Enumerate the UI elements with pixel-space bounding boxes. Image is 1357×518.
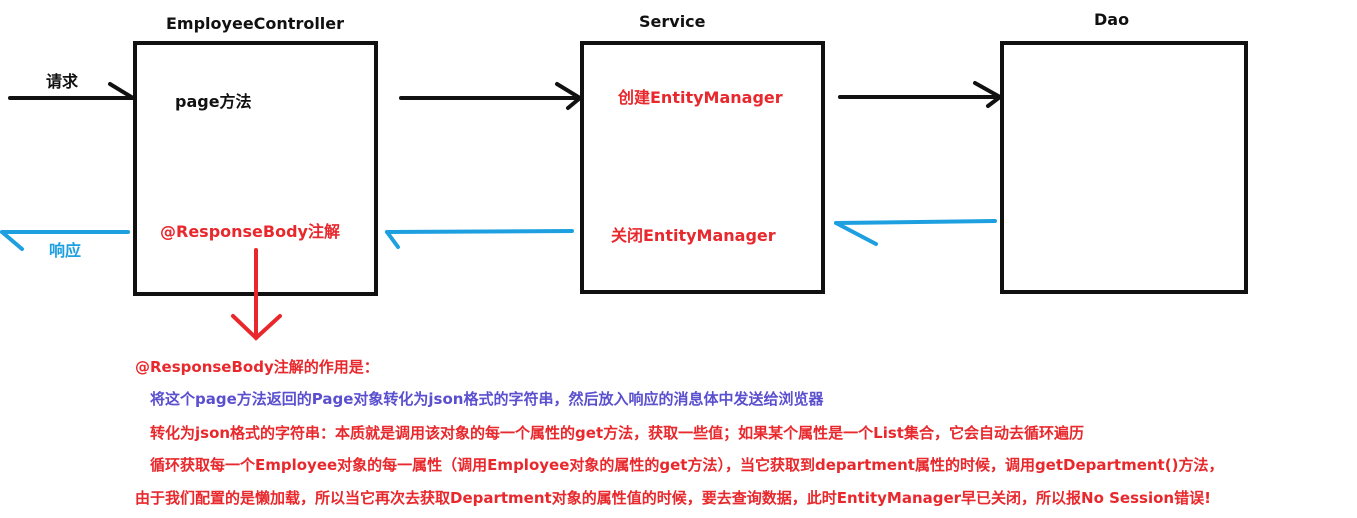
notes-line-2: 转化为json格式的字符串：本质就是调用该对象的每一个属性的get方法，获取一些…: [150, 424, 1084, 442]
request-arrow: [8, 82, 135, 100]
annotation-down-arrow: [231, 248, 282, 341]
controller-to-service-arrow: [399, 82, 584, 110]
service-to-dao-arrow: [838, 81, 1004, 108]
dao-to-service-return-arrow: [834, 219, 997, 246]
service-close-label: 关闭EntityManager: [611, 226, 776, 245]
notes-line-1: 将这个page方法返回的Page对象转化为json格式的字符串，然后放入响应的消…: [150, 390, 824, 408]
notes-line-3: 循环获取每一个Employee对象的每一属性（调用Employee对象的属性的g…: [150, 456, 1224, 474]
service-box: [580, 41, 825, 294]
service-to-controller-return-arrow: [385, 229, 574, 249]
dao-title: Dao: [1094, 10, 1130, 29]
response-arrow: [0, 230, 130, 251]
controller-title: EmployeeController: [166, 14, 345, 33]
response-label: 响应: [49, 241, 82, 260]
request-label: 请求: [46, 72, 79, 91]
notes-heading: @ResponseBody注解的作用是：: [135, 358, 379, 376]
service-create-label: 创建EntityManager: [618, 88, 783, 107]
dao-box: [1000, 41, 1248, 294]
notes-line-4: 由于我们配置的是懒加载，所以当它再次去获取Department对象的属性值的时候…: [135, 489, 1211, 507]
controller-annotation-label: @ResponseBody注解: [160, 222, 340, 241]
controller-method-label: page方法: [175, 92, 252, 111]
service-title: Service: [639, 12, 706, 31]
